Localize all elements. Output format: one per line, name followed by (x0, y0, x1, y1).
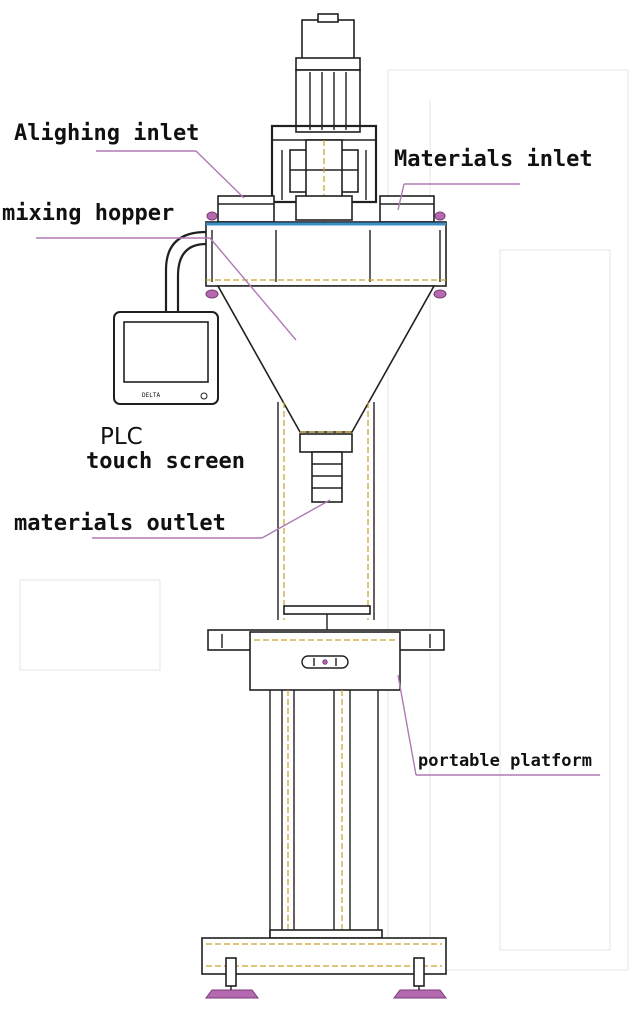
leader-portable-platform (397, 674, 417, 776)
label-materials-inlet: Materials inlet (394, 147, 593, 172)
drive-frame (270, 124, 378, 222)
portable-platform (207, 629, 445, 691)
machine-base (201, 929, 447, 999)
main-column (277, 402, 375, 620)
cable-pipe (164, 230, 207, 320)
materials-inlet-box (379, 195, 435, 223)
funnel-plate (283, 605, 371, 632)
aligning-inlet-box (217, 195, 275, 223)
plc-touch-screen: DELTA (113, 311, 219, 405)
hopper-cone (216, 285, 436, 433)
leader-mixing-hopper-diag (209, 237, 297, 341)
label-touch-screen: touch screen (86, 449, 245, 474)
svg-text:DELTA: DELTA (142, 392, 160, 399)
leader-materials-inlet-diag (397, 183, 405, 211)
label-portable-platform: portable platform (418, 751, 592, 771)
label-plc: PLC (100, 424, 143, 450)
label-mixing-hopper: mixing hopper (2, 201, 174, 226)
support-pillars (269, 690, 379, 938)
leader-materials-outlet-diag (261, 499, 331, 539)
mixing-hopper-body (205, 221, 447, 287)
servo-motor (295, 13, 361, 133)
leader-lines (36, 150, 600, 776)
materials-outlet-pipe (299, 433, 353, 503)
background-traces (19, 69, 629, 971)
label-materials-outlet: materials outlet (14, 511, 226, 536)
label-aligning-inlet: Alighing inlet (14, 121, 199, 146)
leader-aligning-inlet-diag (195, 150, 245, 199)
